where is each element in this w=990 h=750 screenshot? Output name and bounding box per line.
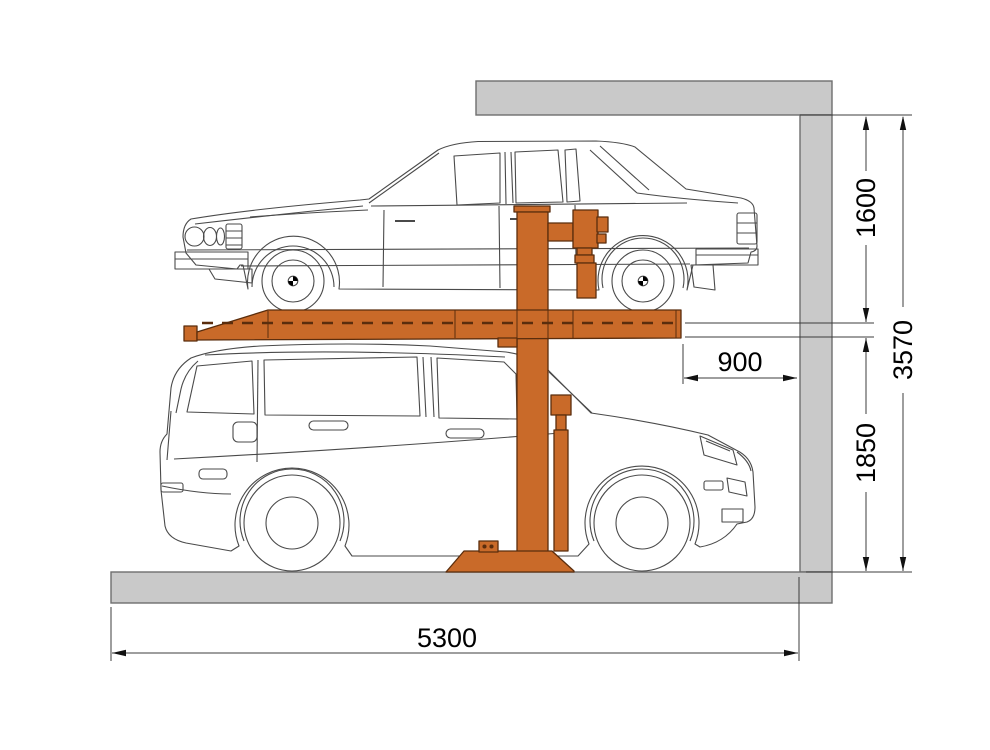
- sedan-blinker: [215, 227, 226, 246]
- lift-post: [516, 211, 549, 553]
- dim-label-3570: 3570: [888, 320, 918, 380]
- suv-rear-step: [160, 482, 184, 493]
- lift-platform: [196, 309, 682, 341]
- sedan-headlight-inner: [202, 226, 218, 247]
- sedan-rear-bumper: [695, 248, 759, 266]
- floor-slab: [110, 571, 833, 604]
- sedan-taillight-lines: [737, 222, 757, 234]
- sedan-c-pillar: [589, 145, 650, 194]
- lift-lower-cylinder: [553, 429, 569, 552]
- suv-nose-line: [736, 451, 752, 472]
- suv-rear-arch: [239, 468, 345, 542]
- sedan-grille: [225, 223, 243, 250]
- suv-front-wheel: [593, 474, 691, 572]
- sedan-headlight-outer: [184, 226, 205, 247]
- ceiling-beam: [475, 80, 833, 116]
- arrow-5300-left: [112, 649, 126, 657]
- suv-body: [159, 343, 756, 557]
- sedan-grille-lines: [226, 230, 242, 246]
- arrow-1850-top: [862, 338, 870, 352]
- arrow-900-right: [783, 374, 797, 382]
- suv-rear-wheel: [243, 474, 341, 572]
- suv-rear-bumper-line: [161, 485, 232, 495]
- suv-headlight: [699, 435, 738, 466]
- suv-rear-window: [263, 356, 421, 417]
- dim-label-5300: 5300: [417, 623, 477, 653]
- dim-label-900: 900: [717, 347, 762, 377]
- arrow-3570-top: [899, 116, 907, 130]
- sedan-front-window: [453, 152, 501, 206]
- arrow-1850-bottom: [862, 557, 870, 571]
- arrow-1600-bottom: [862, 308, 870, 322]
- suv-windshield: [548, 371, 593, 414]
- suv-fuel-door: [232, 421, 258, 443]
- dimension-lines: [110, 114, 912, 661]
- lift-lower-cylinder-cap: [550, 394, 572, 416]
- sedan-quarter-window: [564, 148, 581, 203]
- sedan-door-handles: [395, 218, 530, 222]
- suv-rear-door-handle: [308, 420, 349, 431]
- suv-character-line: [173, 432, 561, 460]
- suv-d-pillar: [175, 360, 199, 414]
- sedan-body: [182, 140, 758, 291]
- sedan-trunk-line: [636, 192, 739, 204]
- lift-upper-cylinder-ring: [574, 254, 595, 264]
- sedan-a-pillar: [368, 152, 440, 204]
- lift-upper-cylinder: [576, 262, 597, 299]
- sedan-rear-window: [514, 149, 564, 204]
- suv-front-arch: [589, 468, 695, 542]
- lift-base-bracket: [478, 540, 499, 553]
- sedan-front-wheel: [261, 249, 325, 313]
- suv-front-marker: [703, 480, 724, 491]
- sedan-side-crease: [186, 247, 750, 251]
- sedan-fender-line: [249, 209, 369, 218]
- suv-rear-door-seam: [256, 359, 259, 463]
- sedan-taillight: [736, 212, 758, 245]
- suv-front-window: [436, 357, 518, 420]
- lift-carriage-tab-upper: [596, 216, 609, 233]
- lift-carriage-arm: [547, 222, 574, 242]
- sedan-outline: [174, 140, 759, 313]
- dimension-labels: 1600 1850 3570 900 5300: [417, 178, 918, 653]
- lift-base-bolt: [489, 544, 494, 549]
- arrow-5300-right: [784, 649, 798, 657]
- sedan-rear-valance: [690, 264, 716, 291]
- dim-label-1850: 1850: [851, 423, 881, 483]
- suv-quarter-window: [186, 360, 255, 415]
- suv-headlight-line: [705, 440, 731, 452]
- dim-label-1600: 1600: [851, 178, 881, 238]
- suv-outline: [159, 343, 756, 572]
- sedan-b-pillar: [504, 151, 514, 205]
- building-structure: [110, 80, 833, 604]
- lift-lower-cylinder-neck: [555, 414, 567, 431]
- lift-platform-bracket: [497, 337, 518, 348]
- lift-upper-cylinder-neck: [576, 247, 593, 256]
- arrow-1600-top: [862, 116, 870, 130]
- suv-roofline-inset: [204, 351, 506, 358]
- parking-lift: [183, 205, 682, 573]
- lift-carriage-tab-lower: [596, 233, 607, 244]
- lift-post-cap: [513, 205, 551, 213]
- dimension-arrows: [112, 116, 907, 657]
- lift-platform-stop: [183, 325, 198, 342]
- suv-b-pillar: [422, 356, 435, 418]
- sedan-rear-arch: [601, 237, 685, 289]
- lift-base-bolt: [482, 544, 487, 549]
- suv-front-door-handle: [445, 428, 485, 439]
- arrow-3570-bottom: [899, 557, 907, 571]
- lift-carriage-block: [572, 209, 599, 249]
- suv-tailgate-seam: [166, 410, 172, 461]
- suv-lower-intake: [721, 508, 744, 523]
- sedan-rear-wheel: [611, 249, 675, 313]
- sedan-beltline: [370, 202, 688, 207]
- suv-taillight: [198, 468, 228, 480]
- arrow-900-left: [684, 374, 698, 382]
- right-wall-column: [799, 114, 833, 573]
- lift-base-plate: [445, 550, 575, 573]
- sedan-front-arch: [251, 245, 335, 288]
- sedan-lower-line: [240, 263, 691, 267]
- suv-bumper-insert: [726, 477, 748, 497]
